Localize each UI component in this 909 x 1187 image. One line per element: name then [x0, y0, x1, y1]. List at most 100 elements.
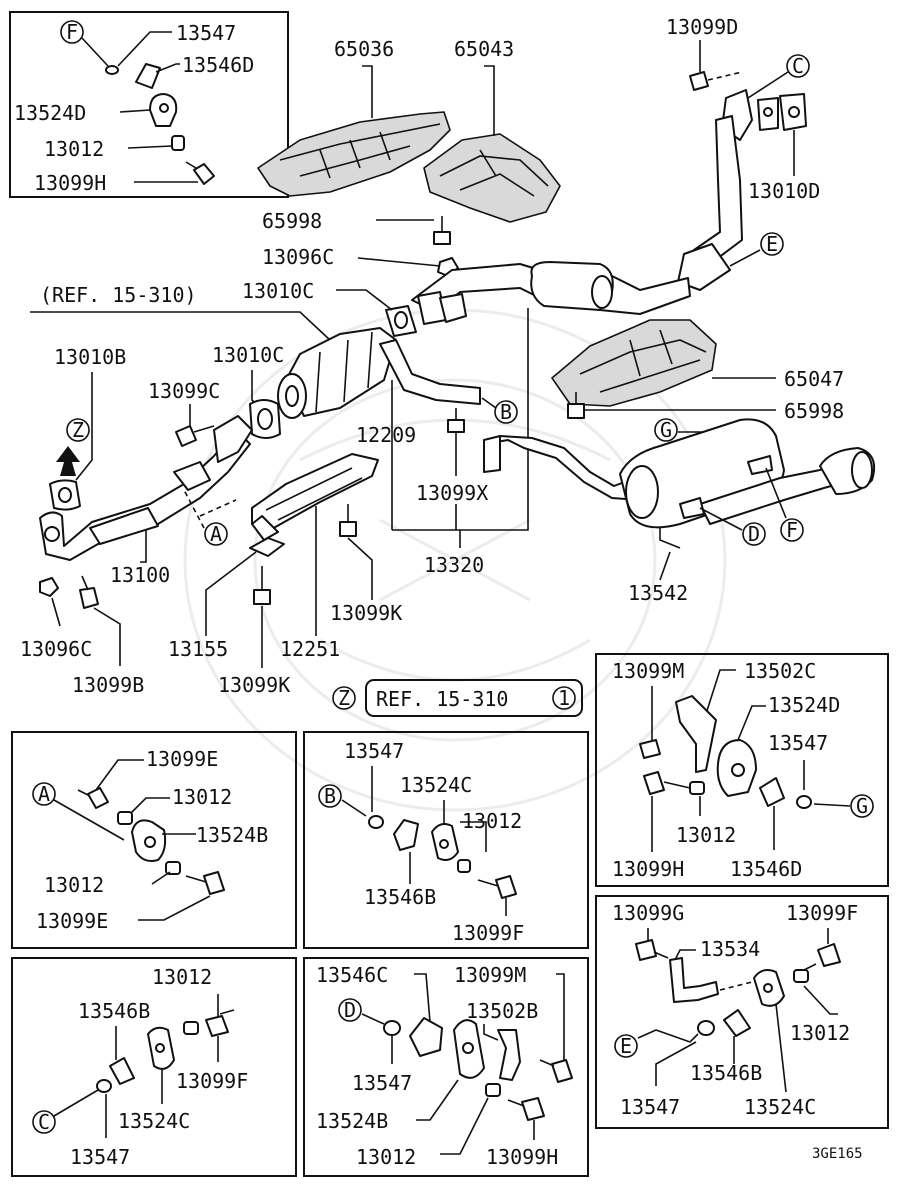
- part-13542: 13542: [628, 581, 688, 605]
- callout-g-inset: G: [850, 794, 874, 818]
- inset-c-border: [11, 957, 297, 1177]
- part-13012-inset-b: 13012: [462, 809, 522, 833]
- ref-note-15-310: (REF. 15-310): [40, 283, 197, 307]
- callout-e-main: E: [760, 232, 784, 256]
- callout-e-inset: E: [614, 1034, 638, 1058]
- z-reference-number: 1: [558, 686, 570, 710]
- z-reference-text: REF. 15-310: [376, 687, 508, 711]
- part-13010C-lower: 13010C: [212, 343, 284, 367]
- gasket-13010C-upper: [336, 289, 417, 337]
- inset-d-panel: 13546C 13099M 13502B D 13547 13524B 1301…: [303, 957, 589, 1177]
- callout-d-inset-label: D: [344, 998, 356, 1022]
- part-65998-mid: 65998: [784, 399, 844, 423]
- part-13099F-inset-b: 13099F: [452, 921, 524, 945]
- front-pipe-13100: [39, 415, 253, 561]
- crossmember-12251: [251, 453, 379, 541]
- callout-f-main: F: [780, 518, 804, 542]
- part-13099E-lower: 13099E: [36, 909, 108, 933]
- bolt-65998-top: [376, 216, 451, 245]
- bolt-13099D: [689, 40, 743, 91]
- part-13546B-inset-c: 13546B: [78, 999, 150, 1023]
- z-reference: Z REF. 15-310 1: [332, 679, 583, 717]
- part-13099M-inset-g: 13099M: [612, 659, 684, 683]
- callout-g-label: G: [660, 418, 672, 442]
- part-13099D: 13099D: [666, 15, 738, 39]
- callout-a-main: A: [204, 522, 228, 546]
- bolt-65998-mid: [567, 392, 776, 419]
- part-13099H-inset-d: 13099H: [486, 1145, 558, 1169]
- inset-b-panel: 13547 B 13524C 13012 13546B 13099F: [303, 731, 589, 949]
- callout-b-main: B: [494, 400, 518, 424]
- part-65036: 65036: [334, 37, 394, 61]
- part-13099K-left: 13099K: [218, 673, 290, 697]
- gasket-13010B: [49, 479, 81, 511]
- part-13099K-right: 13099K: [330, 601, 402, 625]
- inset-d-border: [303, 957, 589, 1177]
- part-13012-inset-c: 13012: [152, 965, 212, 989]
- part-13546D-inset-g: 13546D: [730, 857, 802, 881]
- inset-a-panel: A 13099E 13012 13524B 13012 13099E: [11, 731, 297, 949]
- part-13524C-inset-c: 13524C: [118, 1109, 190, 1133]
- z-reference-box: [365, 679, 583, 717]
- part-13096C-bottom: 13096C: [20, 637, 92, 661]
- part-13155: 13155: [168, 637, 228, 661]
- part-13099F-inset-c: 13099F: [176, 1069, 248, 1093]
- callout-e-inset-label: E: [620, 1034, 632, 1058]
- callout-g-inset-label: G: [856, 794, 868, 818]
- part-13524B-inset-a: 13524B: [196, 823, 268, 847]
- part-13502C-inset-g: 13502C: [744, 659, 816, 683]
- part-13546D-inset-f: 13546D: [182, 53, 254, 77]
- part-13099F-inset-e: 13099F: [786, 901, 858, 925]
- part-13547-inset-g: 13547: [768, 731, 828, 755]
- arrow-up-icon: [56, 446, 80, 476]
- part-13524C-inset-b: 13524C: [400, 773, 472, 797]
- callout-b-inset-label: B: [324, 784, 336, 808]
- inset-b-border: [303, 731, 589, 949]
- inset-f-panel: F 13547 13546D 13524D 13012 13099H: [9, 11, 289, 198]
- part-13099H-inset-f: 13099H: [34, 171, 106, 195]
- part-13547-inset-b: 13547: [344, 739, 404, 763]
- callout-a-label: A: [210, 522, 222, 546]
- callout-f-inset: F: [60, 20, 84, 44]
- callout-c-inset-label: C: [38, 1110, 50, 1134]
- part-13099E-upper: 13099E: [146, 747, 218, 771]
- part-13012-inset-a-lower: 13012: [44, 873, 104, 897]
- part-13096C-top: 13096C: [262, 245, 334, 269]
- bolt-13099B: [79, 575, 121, 666]
- callout-c-main: C: [786, 54, 810, 78]
- part-13099B: 13099B: [72, 673, 144, 697]
- part-13100: 13100: [110, 563, 170, 587]
- inset-g-panel: 13099M 13502C 13524D 13547 G 13546D 1301…: [595, 653, 889, 887]
- nut-13096C-top: [357, 257, 459, 277]
- callout-f-main-label: F: [786, 518, 798, 542]
- part-13524C-inset-e: 13524C: [744, 1095, 816, 1119]
- part-13534-inset-e: 13534: [700, 937, 760, 961]
- part-13099X: 13099X: [416, 481, 488, 505]
- callout-d-label: D: [748, 522, 760, 546]
- part-13524D-inset-g: 13524D: [768, 693, 840, 717]
- callout-z-label: Z: [72, 418, 84, 442]
- callout-z-main: Z: [66, 418, 90, 442]
- callout-d-main: D: [742, 522, 766, 546]
- z-reference-callout: Z: [338, 686, 350, 710]
- gasket-13010C-lower: [249, 399, 281, 439]
- part-13502B-inset-d: 13502B: [466, 999, 538, 1023]
- inset-e-panel: 13099G 13099F 13534 13012 E 13547 13546B…: [595, 895, 889, 1129]
- callout-b-label: B: [500, 400, 512, 424]
- callout-g-main: G: [654, 418, 678, 442]
- callout-a-inset-label: A: [38, 782, 50, 806]
- inset-c-panel: 13012 13546B 13524C 13099F C 13547: [11, 957, 297, 1177]
- bracket-12209: [379, 308, 529, 531]
- part-65047: 65047: [784, 367, 844, 391]
- heat-shield-65043: [423, 65, 561, 223]
- inset-a-border: [11, 731, 297, 949]
- part-13099H-inset-g: 13099H: [612, 857, 684, 881]
- callout-e-label: E: [766, 232, 778, 256]
- clamp-13155: [205, 537, 285, 636]
- part-13547-inset-c: 13547: [70, 1145, 130, 1169]
- part-13012-inset-a-upper: 13012: [172, 785, 232, 809]
- inset-f-border: [9, 11, 289, 198]
- part-13524D-inset-f: 13524D: [14, 101, 86, 125]
- part-13012-inset-e: 13012: [790, 1021, 850, 1045]
